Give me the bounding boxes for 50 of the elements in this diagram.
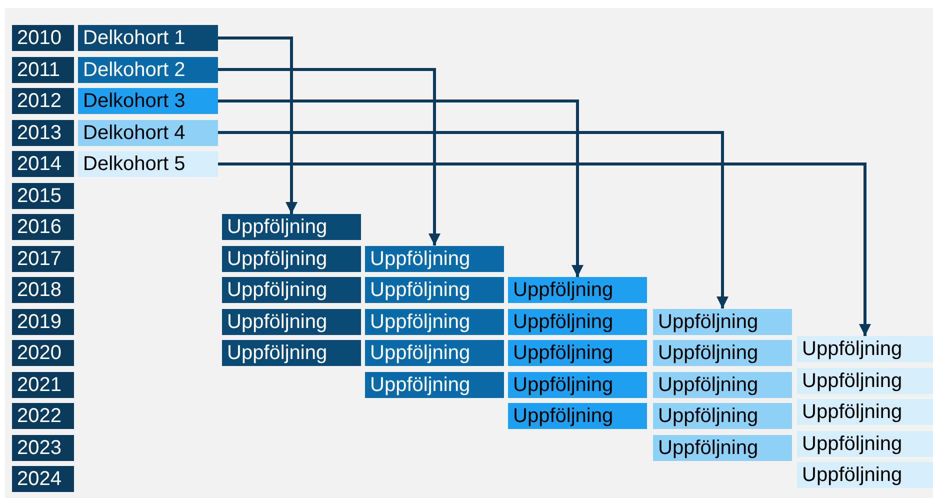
arrow	[218, 68, 440, 246]
follow-up-box: Uppföljning	[653, 308, 792, 334]
cohort-box: Delkohort 1	[78, 25, 218, 51]
year-label: 2010	[12, 25, 74, 51]
cohort-box: Delkohort 5	[78, 151, 218, 177]
year-label: 2014	[12, 151, 74, 177]
year-label: 2021	[12, 372, 74, 398]
follow-up-box: Uppföljning	[797, 368, 933, 394]
follow-up-box: Uppföljning	[653, 340, 792, 366]
follow-up-box: Uppföljning	[222, 246, 361, 272]
arrow	[218, 131, 728, 308]
follow-up-box: Uppföljning	[797, 462, 933, 488]
year-label: 2015	[12, 182, 74, 208]
follow-up-box: Uppföljning	[797, 336, 933, 362]
follow-up-box: Uppföljning	[653, 372, 792, 398]
follow-up-box: Uppföljning	[222, 214, 361, 240]
year-label: 2011	[12, 56, 74, 82]
year-label: 2017	[12, 246, 74, 272]
arrow	[218, 36, 298, 214]
follow-up-box: Uppföljning	[508, 308, 647, 334]
year-label: 2018	[12, 277, 74, 303]
follow-up-box: Uppföljning	[222, 340, 361, 366]
follow-up-box: Uppföljning	[222, 277, 361, 303]
arrow	[218, 100, 584, 277]
cohort-box: Delkohort 3	[78, 88, 218, 114]
follow-up-box: Uppföljning	[365, 246, 504, 272]
follow-up-box: Uppföljning	[508, 372, 647, 398]
year-label: 2016	[12, 214, 74, 240]
year-label: 2022	[12, 403, 74, 429]
year-label: 2020	[12, 340, 74, 366]
follow-up-box: Uppföljning	[797, 399, 933, 425]
follow-up-box: Uppföljning	[653, 403, 792, 429]
year-label: 2019	[12, 308, 74, 334]
follow-up-box: Uppföljning	[222, 308, 361, 334]
follow-up-box: Uppföljning	[365, 340, 504, 366]
year-label: 2024	[12, 466, 74, 492]
year-label: 2023	[12, 434, 74, 460]
year-label: 2012	[12, 88, 74, 114]
follow-up-box: Uppföljning	[508, 403, 647, 429]
follow-up-box: Uppföljning	[653, 434, 792, 460]
cohort-box: Delkohort 2	[78, 56, 218, 82]
cohort-box: Delkohort 4	[78, 120, 218, 146]
follow-up-box: Uppföljning	[365, 372, 504, 398]
follow-up-box: Uppföljning	[365, 277, 504, 303]
follow-up-box: Uppföljning	[365, 308, 504, 334]
follow-up-box: Uppföljning	[508, 277, 647, 303]
arrow	[218, 162, 871, 336]
year-label: 2013	[12, 120, 74, 146]
follow-up-box: Uppföljning	[797, 430, 933, 456]
follow-up-box: Uppföljning	[508, 340, 647, 366]
